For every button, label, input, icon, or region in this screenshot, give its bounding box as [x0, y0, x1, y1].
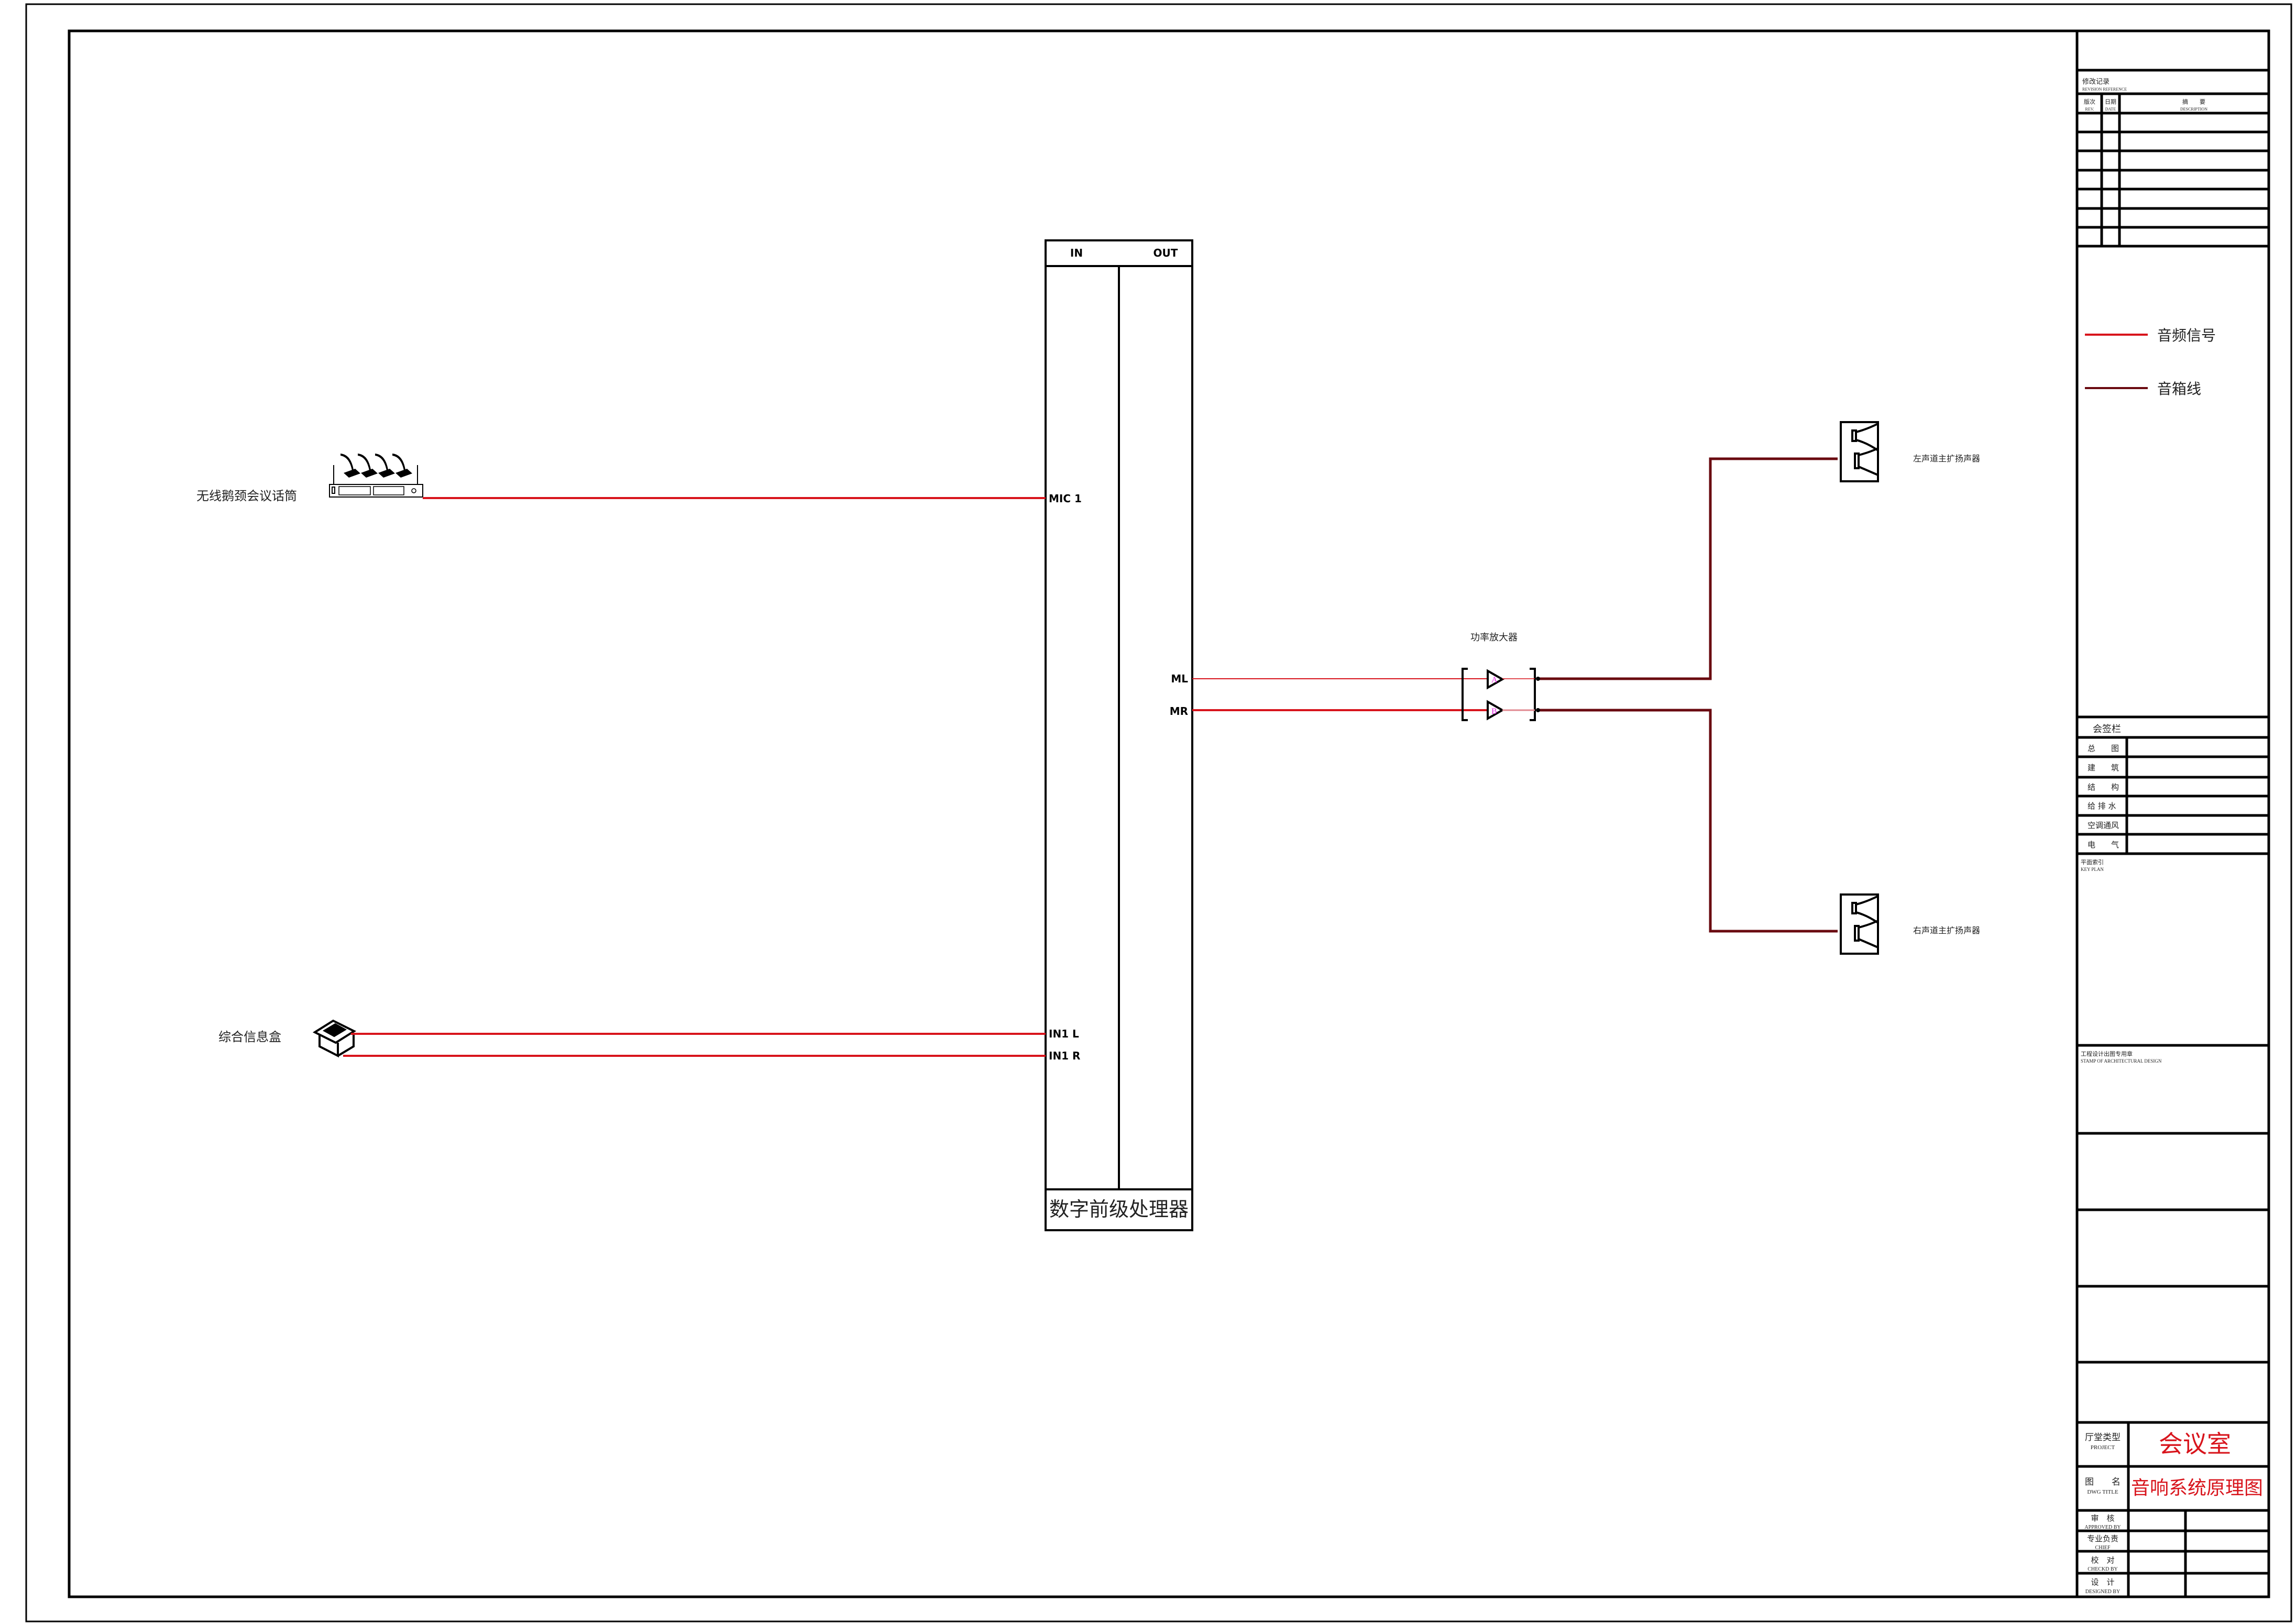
- countersign-row: 总 图: [2088, 744, 2119, 753]
- countersign-row: 结 构: [2088, 782, 2119, 792]
- outer-border: [25, 3, 2292, 1622]
- signoff-label-en: CHECKD BY: [2088, 1566, 2118, 1572]
- right-speaker-icon[interactable]: [1840, 893, 1879, 955]
- wireless-mic-icon[interactable]: [329, 454, 423, 498]
- countersign-row: 电 气: [2088, 840, 2119, 849]
- key-plan-label: 平面索引: [2081, 858, 2104, 866]
- signoff-label: 审 核: [2091, 1514, 2114, 1523]
- processor-label: 数字前级处理器: [1049, 1198, 1189, 1221]
- signoff-label: 设 计: [2091, 1577, 2114, 1587]
- processor-in-header: IN: [1070, 247, 1083, 259]
- right-speaker-label: 右声道主扩扬声器: [1913, 925, 1980, 935]
- countersign-row: 建 筑: [2088, 763, 2119, 772]
- info-box-icon[interactable]: [312, 1019, 357, 1058]
- signoff-label-en: APPROVED BY: [2084, 1525, 2121, 1530]
- amp-channel-a: A: [1491, 676, 1498, 684]
- dwg-title-label-en: DWG TITLE: [2087, 1489, 2118, 1495]
- revision-title: 修改记录: [2082, 78, 2110, 86]
- project-value: 会议室: [2159, 1430, 2231, 1458]
- port-mr: MR: [1170, 705, 1188, 717]
- info-box-label: 综合信息盒: [218, 1030, 281, 1044]
- inner-frame: [68, 29, 2270, 1598]
- amp-channel-b: B: [1491, 707, 1497, 716]
- dwg-title-value: 音响系统原理图: [2131, 1477, 2263, 1499]
- legend-audio-signal-label: 音频信号: [2157, 327, 2216, 344]
- date-header: 日期: [2105, 98, 2116, 105]
- stamp-label-en: STAMP OF ARCHITECTURAL DESIGN: [2081, 1058, 2162, 1064]
- project-label-en: PROJECT: [2091, 1444, 2115, 1451]
- signoff-label-en: DESIGNED BY: [2085, 1589, 2120, 1595]
- signoff-label-en: CHIEF: [2095, 1545, 2111, 1551]
- port-ml: ML: [1171, 672, 1188, 685]
- speaker-cables: [1538, 457, 1838, 933]
- countersign-row: 空调通风: [2088, 821, 2119, 830]
- countersign-rows: 总 图 建 筑 结 构 给 排 水 空调通风 电 气: [2088, 744, 2119, 849]
- stamp-label: 工程设计出图专用章: [2081, 1050, 2133, 1057]
- processor-out-header: OUT: [1154, 247, 1178, 259]
- countersign-row: 给 排 水: [2088, 801, 2116, 811]
- rev-header: 版次: [2084, 98, 2095, 105]
- port-mic1: MIC 1: [1049, 492, 1082, 505]
- project-label: 厅堂类型: [2085, 1432, 2121, 1443]
- date-header-en: DATE: [2105, 107, 2116, 112]
- revision-title-en: REVISION REFERENCE: [2082, 87, 2127, 92]
- left-speaker-icon[interactable]: [1840, 421, 1879, 482]
- countersign-title: 会签栏: [2093, 724, 2121, 735]
- port-in1r: IN1 R: [1049, 1050, 1080, 1062]
- rev-header-en: REV.: [2085, 107, 2094, 112]
- left-speaker-label: 左声道主扩扬声器: [1913, 454, 1980, 463]
- legend-speaker-cable-label: 音箱线: [2157, 380, 2201, 398]
- key-plan-label-en: KEY PLAN: [2081, 867, 2104, 872]
- signoff-label: 专业负责: [2087, 1534, 2118, 1543]
- desc-header-en: DESCRIPTION: [2180, 107, 2207, 112]
- signoff-rows: 审 核 APPROVED BY 专业负责 CHIEF 校 对 CHECKD BY…: [2084, 1514, 2121, 1595]
- processor-box[interactable]: [1045, 239, 1193, 1231]
- port-in1l: IN1 L: [1049, 1028, 1079, 1040]
- dwg-title-label: 图 名: [2085, 1477, 2121, 1487]
- wireless-mic-label: 无线鹅颈会议话筒: [196, 489, 297, 503]
- amplifier-label: 功率放大器: [1470, 632, 1518, 643]
- signoff-label: 校 对: [2091, 1555, 2114, 1565]
- title-block: [2075, 31, 2269, 1597]
- desc-header: 摘 要: [2182, 98, 2205, 105]
- amplifier-icon[interactable]: A B: [1462, 668, 1536, 721]
